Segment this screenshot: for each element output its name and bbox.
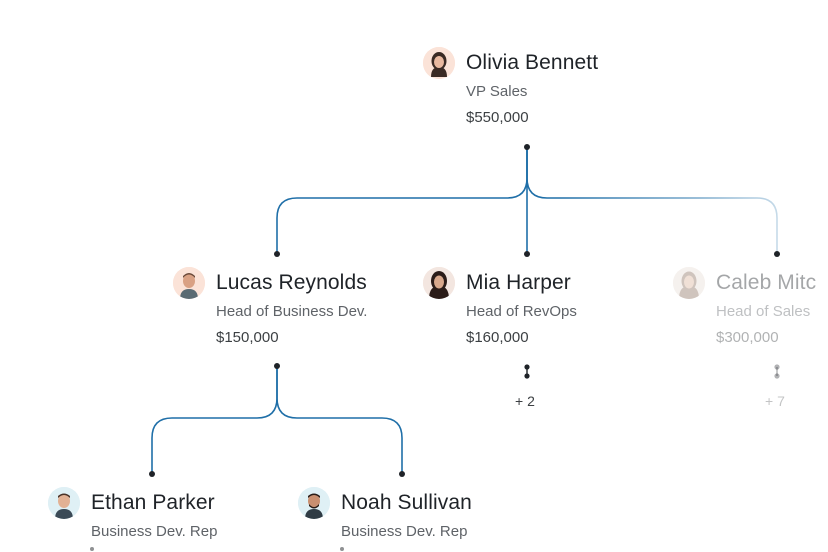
person-title: VP Sales [466,83,528,100]
woman-avatar-icon [673,267,705,299]
person-card-mia[interactable]: Mia Harper Head of RevOps $160,000 [420,265,620,355]
person-name: Olivia Bennett [466,51,599,74]
connector-dot [399,471,405,477]
person-title: Business Dev. Rep [91,523,218,540]
expand-children-button[interactable]: + 7 [765,393,785,409]
woman-avatar-icon [423,47,455,79]
connector-lucas-noah [276,366,403,474]
collapsed-dot [774,373,780,379]
person-salary: $300,000 [716,329,779,346]
person-title: Business Dev. Rep [341,523,468,540]
person-salary: $150,000 [216,329,279,346]
person-card-noah[interactable]: Noah Sullivan Business Dev. Rep [295,485,505,552]
connector-dot [274,251,280,257]
person-salary: $160,000 [466,329,529,346]
person-title: Head of Business Dev. [216,303,368,320]
connector-dot [524,251,530,257]
man-avatar-icon [298,487,330,519]
person-title: Head of RevOps [466,303,577,320]
person-title: Head of Sales [716,303,811,320]
connector-dot [149,471,155,477]
collapsed-dot [774,364,780,370]
person-name: Caleb Mitc [716,271,817,294]
person-card-caleb[interactable]: Caleb Mitc Head of Sales $300,000 [670,265,828,355]
expand-children-button[interactable]: + 2 [515,393,535,409]
connector-olivia-caleb [526,147,778,254]
collapsed-dot [90,547,94,551]
connector-olivia-lucas [276,147,528,254]
man-avatar-icon [173,267,205,299]
person-card-olivia[interactable]: Olivia Bennett VP Sales $550,000 [420,45,630,135]
person-card-lucas[interactable]: Lucas Reynolds Head of Business Dev. $15… [170,265,400,355]
person-name: Mia Harper [466,271,571,294]
person-card-ethan[interactable]: Ethan Parker Business Dev. Rep [45,485,255,552]
collapsed-dot [340,547,344,551]
person-salary: $550,000 [466,109,529,126]
woman-avatar-icon [423,267,455,299]
connector-dot [274,363,280,369]
connector-dot [524,144,530,150]
connector-dot [774,251,780,257]
person-name: Noah Sullivan [341,491,472,514]
connector-lucas-ethan [151,366,278,474]
person-name: Lucas Reynolds [216,271,367,294]
man-avatar-icon [48,487,80,519]
person-name: Ethan Parker [91,491,215,514]
